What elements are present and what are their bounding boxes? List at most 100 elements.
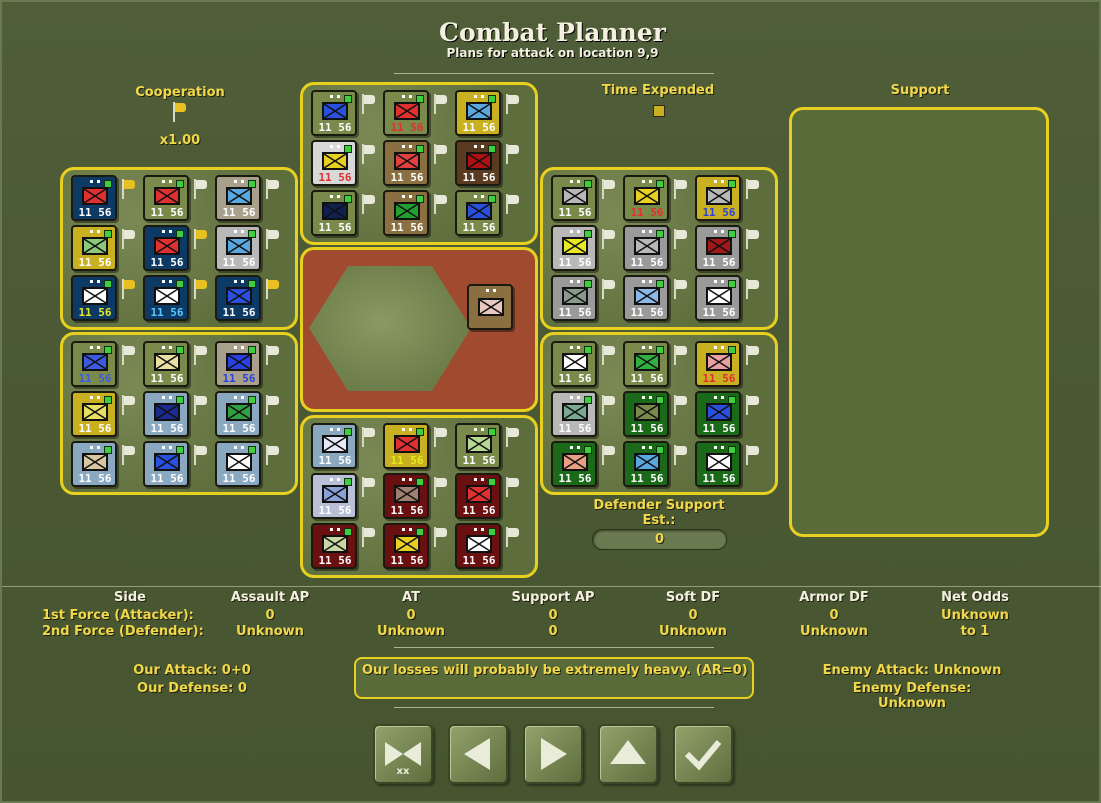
unit-counter[interactable]: 11 56 bbox=[551, 275, 597, 321]
unit-counter[interactable]: 11 56 bbox=[71, 175, 117, 221]
previous-button[interactable] bbox=[448, 724, 508, 784]
unit-counter[interactable]: 11 56 bbox=[215, 441, 261, 487]
unit-strength-text: 11 56 bbox=[702, 306, 736, 319]
support-panel bbox=[789, 107, 1049, 537]
unit-flag-icon bbox=[361, 144, 375, 164]
unit-counter[interactable]: 11 56 bbox=[143, 391, 189, 437]
unit-flag-icon bbox=[193, 345, 207, 365]
buttons-divider bbox=[394, 707, 714, 708]
unit-counter[interactable]: 11 56 bbox=[551, 341, 597, 387]
unit-counter[interactable]: 11 56 bbox=[215, 175, 261, 221]
unit-strength-text: 11 56 bbox=[390, 554, 424, 567]
arrow-right-icon bbox=[541, 738, 567, 770]
unit-counter[interactable]: 11 56 bbox=[695, 275, 741, 321]
unit-counter[interactable]: 11 56 bbox=[143, 441, 189, 487]
unit-counter[interactable]: 11 56 bbox=[455, 423, 501, 469]
unit-counter[interactable]: 11 56 bbox=[383, 423, 429, 469]
defender-support-value: 0 bbox=[654, 532, 665, 547]
unit-counter[interactable]: 11 56 bbox=[695, 175, 741, 221]
enemy-defense-text: Enemy Defense: Unknown bbox=[852, 681, 972, 711]
unit-strength-text: 11 56 bbox=[390, 121, 424, 134]
unit-counter[interactable]: 11 56 bbox=[311, 523, 357, 569]
unit-counter[interactable]: 11 56 bbox=[551, 441, 597, 487]
unit-counter[interactable]: 11 56 bbox=[143, 225, 189, 271]
unit-counter[interactable]: 11 56 bbox=[623, 441, 669, 487]
unit-counter[interactable]: 11 56 bbox=[215, 391, 261, 437]
unit-counter[interactable]: 11 56 bbox=[71, 225, 117, 271]
up-button[interactable] bbox=[598, 724, 658, 784]
stats-row-attacker-support: 0 bbox=[548, 608, 558, 623]
unit-strength-text: 11 56 bbox=[318, 171, 352, 184]
unit-counter[interactable]: 11 56 bbox=[143, 175, 189, 221]
unit-flag-icon bbox=[673, 345, 687, 365]
unit-strength-text: 11 56 bbox=[318, 221, 352, 234]
unit-flag-icon bbox=[505, 527, 519, 547]
target-unit-counter[interactable] bbox=[467, 284, 513, 330]
stats-row-attacker-side: 1st Force (Attacker): bbox=[42, 608, 194, 623]
unit-strength-text: 11 56 bbox=[630, 306, 664, 319]
unit-counter[interactable]: 11 56 bbox=[695, 341, 741, 387]
unit-flag-icon bbox=[601, 279, 615, 299]
unit-flag-icon bbox=[193, 445, 207, 465]
unit-counter[interactable]: 11 56 bbox=[623, 225, 669, 271]
next-button[interactable] bbox=[523, 724, 583, 784]
unit-counter[interactable]: 11 56 bbox=[383, 140, 429, 186]
unit-counter[interactable]: 11 56 bbox=[551, 225, 597, 271]
unit-counter[interactable]: 11 56 bbox=[695, 441, 741, 487]
unit-counter[interactable]: 11 56 bbox=[551, 175, 597, 221]
title-divider bbox=[394, 73, 714, 74]
unit-strength-text: 11 56 bbox=[78, 306, 112, 319]
unit-counter[interactable]: 11 56 bbox=[143, 275, 189, 321]
unit-counter[interactable]: 11 56 bbox=[143, 341, 189, 387]
unit-counter[interactable]: 11 56 bbox=[215, 275, 261, 321]
unit-counter[interactable]: 11 56 bbox=[623, 341, 669, 387]
unit-counter[interactable]: 11 56 bbox=[551, 391, 597, 437]
unit-strength-text: 11 56 bbox=[222, 256, 256, 269]
unit-counter[interactable]: 11 56 bbox=[455, 473, 501, 519]
cancel-button[interactable]: xx bbox=[373, 724, 433, 784]
unit-strength-text: 11 56 bbox=[390, 454, 424, 467]
unit-counter[interactable]: 11 56 bbox=[383, 473, 429, 519]
unit-strength-text: 11 56 bbox=[150, 256, 184, 269]
unit-counter[interactable]: 11 56 bbox=[455, 90, 501, 136]
unit-counter[interactable]: 11 56 bbox=[71, 441, 117, 487]
unit-counter[interactable]: 11 56 bbox=[71, 391, 117, 437]
unit-counter[interactable]: 11 56 bbox=[455, 140, 501, 186]
unit-counter[interactable]: 11 56 bbox=[383, 523, 429, 569]
unit-flag-icon bbox=[433, 144, 447, 164]
our-defense-text: Our Defense: 0 bbox=[137, 681, 247, 696]
unit-counter[interactable]: 11 56 bbox=[383, 190, 429, 236]
unit-counter[interactable]: 11 56 bbox=[623, 175, 669, 221]
unit-strength-text: 11 56 bbox=[558, 256, 592, 269]
unit-flag-icon bbox=[265, 395, 279, 415]
unit-counter[interactable]: 11 56 bbox=[311, 473, 357, 519]
unit-counter[interactable]: 11 56 bbox=[311, 190, 357, 236]
unit-counter[interactable]: 11 56 bbox=[215, 225, 261, 271]
unit-counter[interactable]: 11 56 bbox=[71, 341, 117, 387]
unit-counter[interactable]: 11 56 bbox=[623, 275, 669, 321]
unit-counter[interactable]: 11 56 bbox=[311, 90, 357, 136]
unit-flag-icon bbox=[433, 94, 447, 114]
unit-counter[interactable]: 11 56 bbox=[311, 140, 357, 186]
unit-strength-text: 11 56 bbox=[702, 206, 736, 219]
unit-strength-text: 11 56 bbox=[558, 422, 592, 435]
unit-flag-icon bbox=[745, 345, 759, 365]
unit-counter[interactable]: 11 56 bbox=[383, 90, 429, 136]
unit-counter[interactable]: 11 56 bbox=[455, 190, 501, 236]
unit-strength-text: 11 56 bbox=[390, 221, 424, 234]
unit-counter[interactable]: 11 56 bbox=[695, 391, 741, 437]
confirm-button[interactable] bbox=[673, 724, 733, 784]
unit-flag-icon bbox=[505, 194, 519, 214]
unit-counter[interactable]: 11 56 bbox=[623, 391, 669, 437]
unit-counter[interactable]: 11 56 bbox=[455, 523, 501, 569]
our-attack-text: Our Attack: 0+0 bbox=[133, 663, 251, 678]
unit-counter[interactable]: 11 56 bbox=[71, 275, 117, 321]
unit-flag-icon bbox=[745, 445, 759, 465]
unit-flag-icon bbox=[601, 445, 615, 465]
target-hex-panel[interactable] bbox=[300, 247, 538, 412]
unit-counter[interactable]: 11 56 bbox=[695, 225, 741, 271]
unit-counter[interactable]: 11 56 bbox=[311, 423, 357, 469]
unit-flag-icon bbox=[433, 194, 447, 214]
unit-counter[interactable]: 11 56 bbox=[215, 341, 261, 387]
unit-flag-icon bbox=[601, 395, 615, 415]
